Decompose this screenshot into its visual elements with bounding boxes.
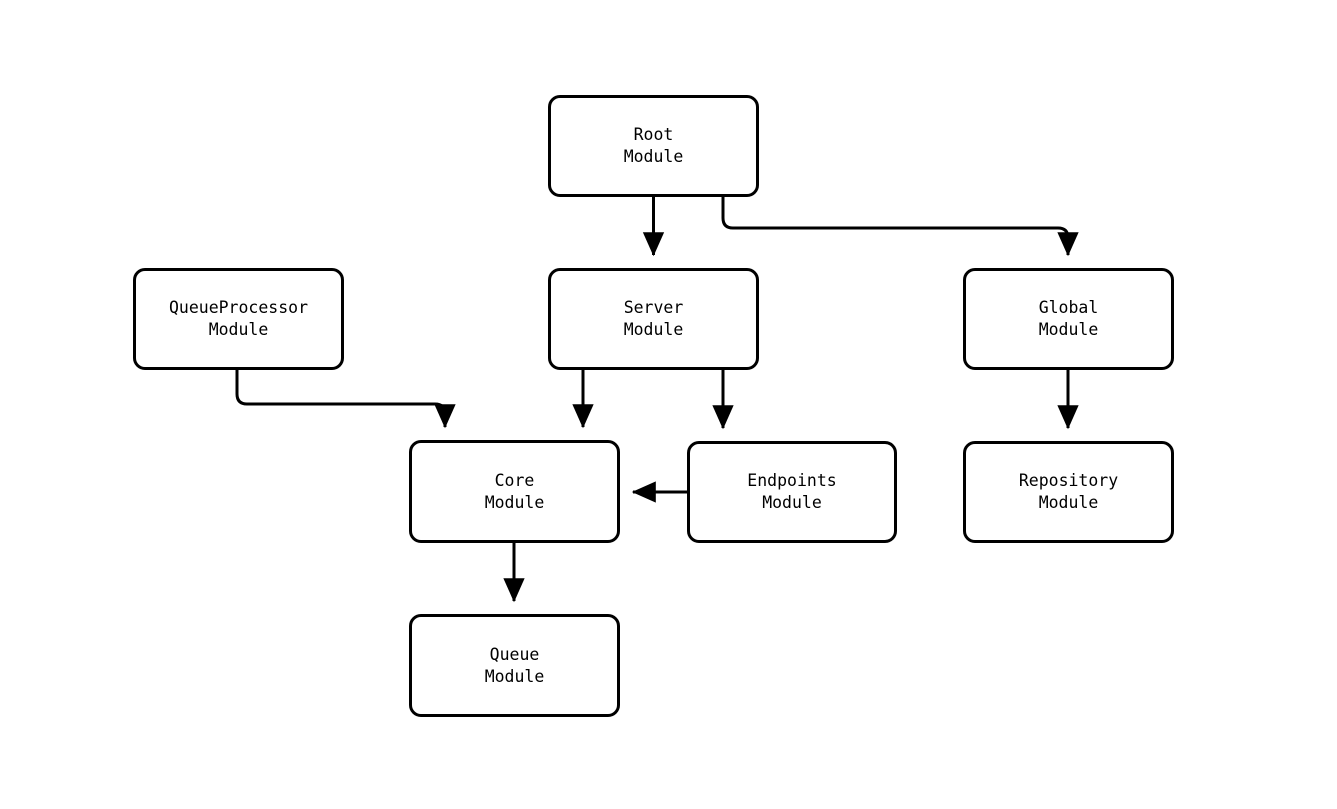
node-endpoints[interactable]: Endpoints Module xyxy=(687,441,897,543)
node-root-label-line2: Module xyxy=(623,147,684,166)
edge-queueprocessor-to-core xyxy=(235,370,456,429)
node-server-label-line1: Server xyxy=(623,298,684,317)
node-queue-label-line1: Queue xyxy=(489,644,540,664)
edge-root-to-global xyxy=(721,197,1079,257)
node-global-label-line2: Module xyxy=(1038,320,1099,339)
node-queue-label-line2: Module xyxy=(484,666,545,686)
node-core-label-line2: Module xyxy=(484,492,545,512)
node-root-label-line1: Root xyxy=(633,125,674,144)
node-core-label-line1: Core xyxy=(494,470,535,490)
node-endpoints-label-line1: Endpoints xyxy=(747,471,837,490)
node-root[interactable]: Root Module xyxy=(548,95,759,197)
node-server-label-line2: Module xyxy=(623,320,684,339)
node-repository-label-line2: Module xyxy=(1038,493,1099,512)
node-queueprocessor[interactable]: QueueProcessor Module xyxy=(133,268,344,370)
node-repository-label-line1: Repository xyxy=(1018,471,1119,490)
node-global-label-line1: Global xyxy=(1038,298,1099,317)
node-queue[interactable]: Queue Module xyxy=(409,614,620,717)
node-repository[interactable]: Repository Module xyxy=(963,441,1174,543)
node-queueprocessor-label-line2: Module xyxy=(208,320,269,339)
node-endpoints-label-line2: Module xyxy=(762,493,822,512)
node-queueprocessor-label-line1: QueueProcessor xyxy=(168,298,309,317)
node-core[interactable]: Core Module xyxy=(409,440,620,543)
node-server[interactable]: Server Module xyxy=(548,268,759,370)
node-global[interactable]: Global Module xyxy=(963,268,1174,370)
